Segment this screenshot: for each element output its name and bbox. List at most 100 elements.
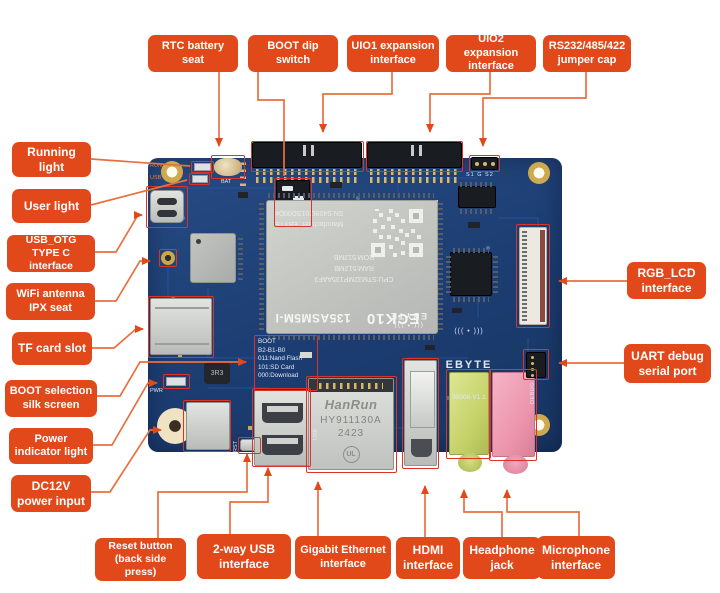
boot-table-silkscreen: BOOT B2-B1-B0 011:Nand Flash 101:SD Card… <box>258 338 302 379</box>
dip-lever <box>282 186 293 191</box>
ebyte-logo-icon: ((( • ))) <box>393 321 423 328</box>
highlight-rtc-battery <box>211 155 245 179</box>
headphone-jack-barrel <box>458 453 482 472</box>
highlight-hdmi <box>402 358 439 469</box>
callout-2way-usb: 2-way USB interface <box>197 534 291 579</box>
usb-c-slot <box>157 210 177 217</box>
callout-reset-button: Reset button (back side press) <box>95 538 186 581</box>
passive-component <box>330 182 342 188</box>
highlight-headphone <box>446 369 491 459</box>
rgb-lcd-fpc-connector <box>519 227 547 325</box>
ethernet-markings: HanRun HY911130A 2423 UL <box>309 397 393 463</box>
callout-wifi-antenna-ipx: WiFi antenna IPX seat <box>6 283 95 320</box>
run-led-silkscreen: RUN <box>150 163 162 169</box>
header-pin <box>531 374 534 377</box>
callout-dc12v-power-input: DC12V power input <box>11 475 91 512</box>
passive-component <box>468 222 480 228</box>
board-brand-text: EBYTE <box>445 358 493 371</box>
fpc-latch <box>540 230 545 322</box>
highlight-user-led <box>189 173 210 185</box>
highlight-dc-jack <box>183 400 231 452</box>
highlight-ipx <box>159 249 177 267</box>
module-model: 135ASM5M-I <box>275 311 351 325</box>
highlight-running-led <box>191 161 214 173</box>
callout-rtc-battery-seat: RTC battery seat <box>148 35 238 72</box>
module-markings: ECK10 135ASM5M-I ((( • ))) EBYTE CPU:STM… <box>267 201 437 333</box>
callout-uio1-expansion: UIO1 expansion interface <box>347 35 439 72</box>
highlight-tf-slot <box>148 296 214 358</box>
pwr-silkscreen: PWR <box>150 388 163 394</box>
microphone-jack-body <box>492 372 535 457</box>
header-pin <box>531 356 534 359</box>
soic-chip <box>458 186 496 208</box>
chip-pins <box>453 297 489 302</box>
wifi-module-chip <box>190 233 236 283</box>
highlight-usb-stack <box>252 388 311 467</box>
chip-pins <box>453 248 489 253</box>
rtc-battery-seat <box>214 158 242 176</box>
callout-serial-jumper-cap: RS232/485/422 jumper cap <box>543 35 631 72</box>
hdmi-slot <box>411 439 432 457</box>
module-pins <box>259 202 264 330</box>
highlight-jumper <box>469 155 500 172</box>
inductor-marking: 3R3 <box>210 369 224 377</box>
qr-code <box>371 209 423 257</box>
pin-header <box>240 162 246 186</box>
ipx-antenna-seat <box>161 251 175 265</box>
chip-pins <box>238 236 243 280</box>
highlight-pwr-led <box>163 374 190 389</box>
chip-pins <box>460 182 494 187</box>
highlight-debug <box>523 349 549 380</box>
connector-tab <box>411 145 414 156</box>
ethernet-contacts <box>309 379 393 392</box>
passive-component <box>452 308 462 313</box>
bat-silkscreen: BAT <box>221 179 232 185</box>
chip-pins <box>493 255 498 293</box>
callout-headphone-jack: Headphone jack <box>463 537 541 579</box>
header-pin <box>531 362 534 365</box>
highlight-uio1 <box>251 141 364 172</box>
uart-debug-header <box>526 352 546 378</box>
ethernet-model: HY911130A <box>320 415 382 426</box>
hdmi-shell <box>410 371 435 428</box>
ethernet-jack: HanRun HY911130A 2423 UL <box>308 378 394 470</box>
callout-user-light: User light <box>12 189 91 223</box>
module-pins <box>268 335 434 340</box>
highlight-usb-c <box>146 186 188 228</box>
serial-jumper <box>471 157 498 170</box>
highlight-ethernet <box>306 376 397 473</box>
callout-running-light: Running light <box>12 142 91 177</box>
module-pins <box>268 193 434 198</box>
jumper-pin <box>475 162 479 166</box>
chip-pins <box>460 209 494 214</box>
callout-microphone-interface: Microphone interface <box>537 536 615 579</box>
module-brand-text: EBYTE <box>389 311 427 321</box>
connector-tab <box>419 145 422 156</box>
module-brand-logo: ((( • ))) EBYTE <box>389 311 427 328</box>
chip-pins <box>446 255 451 293</box>
usb-led-silkscreen: USB <box>150 175 162 181</box>
jumper-silkscreen: S1 G S2 <box>466 172 494 178</box>
pin-row <box>319 383 383 389</box>
jumper-pin <box>483 162 487 166</box>
module-pins <box>438 202 443 330</box>
passive-component <box>300 352 312 358</box>
ethernet-phy-chip <box>450 252 492 296</box>
mounting-hole <box>528 162 550 184</box>
connector-tab <box>303 145 306 156</box>
pin-row <box>370 169 458 175</box>
power-inductor: 3R3 <box>204 362 230 384</box>
ul-logo-icon: UL <box>309 443 393 463</box>
pin-row <box>370 177 458 183</box>
callout-power-indicator: Power indicator light <box>9 428 93 464</box>
ul-logo-text: UL <box>342 446 360 463</box>
board-brand-silkscreen: ((( • ))) EBYTE 30006-V1.1 <box>441 305 497 424</box>
cpu-module: ECK10 135ASM5M-I ((( • ))) EBYTE CPU:STM… <box>266 200 438 334</box>
highlight-rgb-lcd <box>516 224 550 328</box>
highlight-dip-switch <box>274 178 312 227</box>
callout-uio2-expansion: UIO2 expansion interface <box>446 33 536 72</box>
hdmi-connector <box>404 360 437 466</box>
mounting-hole <box>161 161 183 183</box>
callout-tf-card-slot: TF card slot <box>12 332 92 365</box>
ethernet-brand: HanRun <box>324 397 378 412</box>
